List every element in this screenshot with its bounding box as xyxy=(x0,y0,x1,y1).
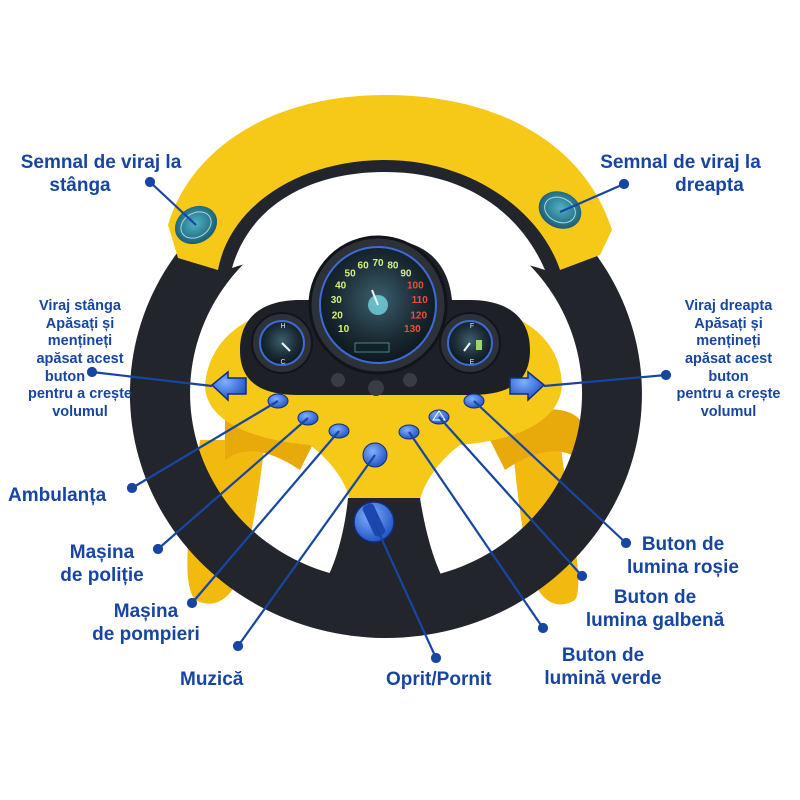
turn-left-label-line3: mențineți xyxy=(47,333,113,350)
speed-tick-label: 10 xyxy=(338,324,350,335)
turn-right-label-line5: buton xyxy=(708,368,749,385)
speed-tick-label: 100 xyxy=(407,281,424,292)
red-light-label-line1: Buton de xyxy=(641,534,725,555)
ambulance-label: Ambulanța xyxy=(8,485,107,506)
fire-truck-label: Mașina de pompieri xyxy=(78,600,214,646)
turn-right-button[interactable] xyxy=(509,370,546,402)
right-turn-signal-label-line2: dreapta xyxy=(675,175,744,197)
green-light-label: Buton de lumină verde xyxy=(528,644,678,690)
yellow-light-label-line1: Buton de xyxy=(613,587,697,608)
wheel-top-grip xyxy=(168,95,612,270)
callout-lines xyxy=(86,176,672,664)
turn-right-label-line6: pentru a crește xyxy=(676,386,781,403)
yellow-light-label-line2: lumina galbenă xyxy=(585,610,725,632)
speed-tick-label: 30 xyxy=(331,295,343,306)
police-car-label: Mașina de poliție xyxy=(42,541,162,587)
turn-right-label-line7: volumul xyxy=(700,404,757,421)
red-light-label: Buton de lumina roșie xyxy=(608,533,758,579)
right-turn-signal-label: Semnal de viraj la dreapta xyxy=(583,151,778,197)
turn-left-label-line1: Viraj stânga xyxy=(39,298,121,314)
speed-tick-label: 80 xyxy=(387,261,399,272)
temperature-gauge-h: H xyxy=(280,323,285,330)
right-turn-signal-label-line1: Semnal de viraj la xyxy=(600,152,761,173)
turn-left-label-line4: apăsat acest xyxy=(36,351,124,368)
power-label: Oprit/Pornit xyxy=(386,669,492,690)
green-light-label-line1: Buton de xyxy=(561,645,645,666)
fire-truck-label-line1: Mașina xyxy=(113,601,179,622)
left-turn-signal-label: Semnal de viraj la stânga xyxy=(6,151,196,197)
red-light-label-line2: lumina roșie xyxy=(627,557,739,579)
fuel-gauge-f: F xyxy=(470,323,474,330)
turn-left-label-line5: buton xyxy=(44,368,86,385)
turn-right-label-line3: mențineți xyxy=(696,333,761,350)
temperature-gauge-c: C xyxy=(280,359,285,366)
fire-truck-label-line2: de pompieri xyxy=(92,624,200,646)
turn-right-label-line4: apăsat acest xyxy=(684,351,773,368)
turn-left-label-line2: Apăsați și xyxy=(45,315,115,332)
fuel-gauge-e: E xyxy=(470,359,475,366)
police-car-label-line1: Mașina xyxy=(69,542,135,563)
turn-left-label-line6: pentru a crește xyxy=(28,386,132,403)
speed-tick-label: 50 xyxy=(345,269,357,280)
speed-tick-label: 110 xyxy=(412,295,429,306)
temperature-gauge: H C xyxy=(251,312,313,374)
turn-right-label-line2: Apăsați și xyxy=(694,315,763,332)
speed-tick-label: 20 xyxy=(332,310,344,321)
speed-tick-label: 40 xyxy=(335,281,347,292)
turn-right-label-line1: Viraj dreapta xyxy=(684,298,773,314)
yellow-light-label: Buton de lumina galbenă xyxy=(565,586,745,632)
turn-left-label: Viraj stânga Apăsați și mențineți apăsat… xyxy=(0,298,160,422)
speed-tick-label: 60 xyxy=(358,261,370,272)
wheel-top-inner-cut xyxy=(232,172,545,270)
dashboard-indicator-lights xyxy=(331,373,417,396)
fuel-gauge: F E xyxy=(439,312,501,374)
green-light-label-line2: lumină verde xyxy=(544,668,662,690)
music-label: Muzică xyxy=(180,669,244,690)
turn-left-label-line7: volumul xyxy=(52,404,108,421)
speed-tick-label: 70 xyxy=(372,258,384,269)
police-car-label-line2: de poliție xyxy=(60,565,144,587)
right-turn-signal-light xyxy=(538,191,582,229)
speed-tick-label: 130 xyxy=(404,324,421,335)
speed-tick-label: 90 xyxy=(400,269,412,280)
left-turn-signal-label-line2: stânga xyxy=(49,175,111,197)
turn-right-label: Viraj dreapta Apăsați și mențineți apăsa… xyxy=(657,298,800,422)
turn-left-button[interactable] xyxy=(210,370,247,402)
speed-tick-label: 120 xyxy=(410,310,427,321)
left-turn-signal-label-line1: Semnal de viraj la xyxy=(20,152,182,173)
